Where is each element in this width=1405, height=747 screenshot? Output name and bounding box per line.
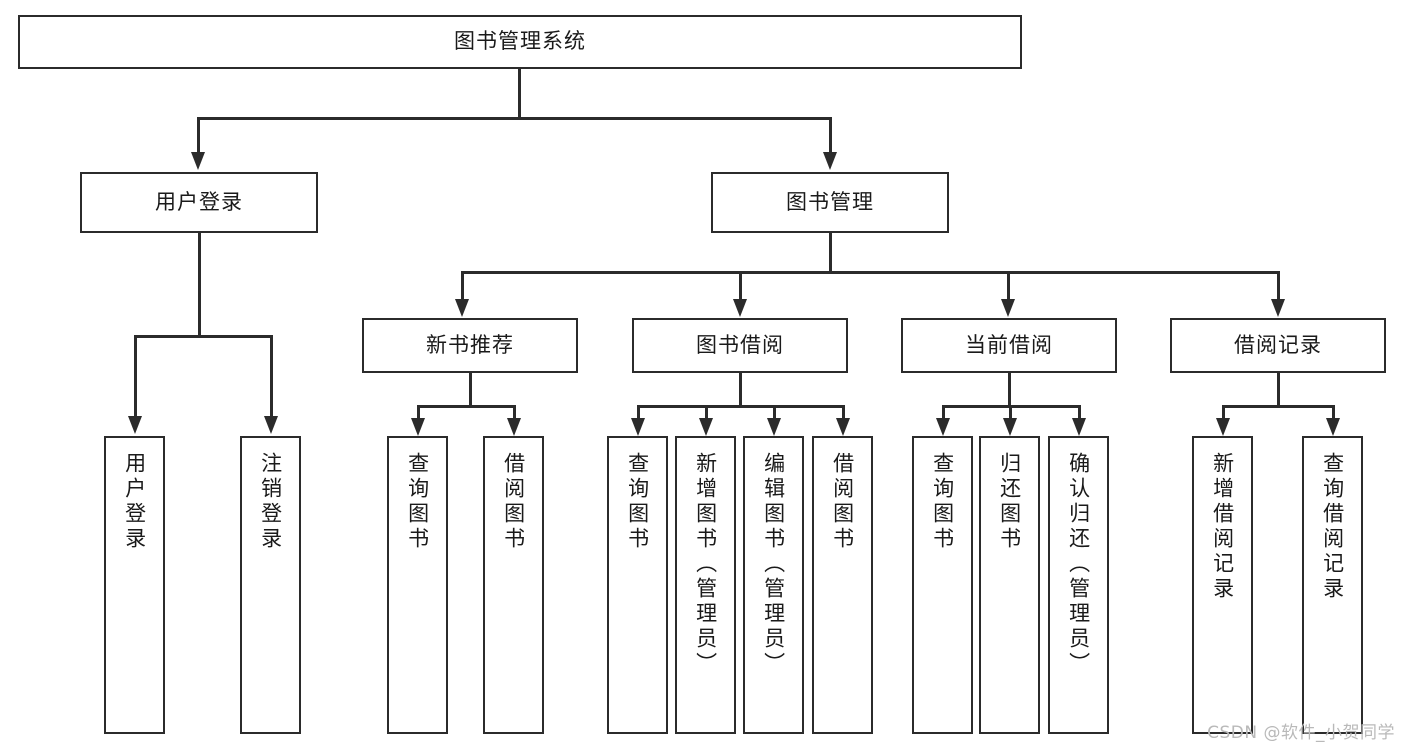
edge-root-drop-user-login [197,117,200,155]
node-leaf-query-book-1[interactable]: 查询图书 [387,436,448,734]
node-leaf-return-book-label: 归还图书 [997,452,1022,552]
node-book-manage[interactable]: 图书管理 [711,172,949,233]
node-leaf-borrow-book-1-label: 借阅图书 [501,452,526,552]
node-leaf-query-book-2[interactable]: 查询图书 [607,436,668,734]
arrow-borrow-record-to-leaf-add-record [1216,418,1230,436]
node-leaf-add-book-label: 新增图书（管理员） [693,452,718,677]
node-leaf-add-record[interactable]: 新增借阅记录 [1192,436,1253,734]
node-current-borrow-label: 当前借阅 [965,332,1053,357]
arrow-user-login-to-leaf-user-login [128,416,142,434]
node-leaf-borrow-book-2-label: 借阅图书 [830,452,855,552]
node-leaf-confirm-return[interactable]: 确认归还（管理员） [1048,436,1109,734]
node-borrow-record[interactable]: 借阅记录 [1170,318,1386,373]
edge-book-borrow-stem [739,373,742,405]
edge-current-borrow-drop-3 [1078,405,1081,420]
edge-new-book-recommend-bus [417,405,515,408]
arrow-book-manage-to-current-borrow [1001,299,1015,317]
edge-user-login-drop-2 [270,335,273,418]
node-leaf-borrow-book-1[interactable]: 借阅图书 [483,436,544,734]
node-leaf-edit-book[interactable]: 编辑图书（管理员） [743,436,804,734]
arrow-root-to-user-login [191,152,205,170]
node-root-label: 图书管理系统 [454,29,586,54]
node-leaf-add-record-label: 新增借阅记录 [1210,452,1235,602]
edge-book-borrow-bus [637,405,842,408]
arrow-book-borrow-to-leaf-add-book [699,418,713,436]
node-user-login-label: 用户登录 [155,189,243,214]
node-leaf-add-book[interactable]: 新增图书（管理员） [675,436,736,734]
edge-book-manage-drop-2 [739,271,742,301]
node-leaf-return-book[interactable]: 归还图书 [979,436,1040,734]
arrow-book-manage-to-borrow-record [1271,299,1285,317]
edge-book-borrow-drop-3 [773,405,776,420]
arrow-book-manage-to-book-borrow [733,299,747,317]
node-leaf-query-book-3-label: 查询图书 [930,452,955,552]
edge-user-login-stem [198,233,201,335]
edge-book-manage-drop-3 [1007,271,1010,301]
arrow-book-borrow-to-leaf-edit-book [767,418,781,436]
arrow-current-borrow-to-leaf-confirm-return [1072,418,1086,436]
node-leaf-query-book-3[interactable]: 查询图书 [912,436,973,734]
arrow-new-book-recommend-to-leaf-borrow-book-1 [507,418,521,436]
node-root[interactable]: 图书管理系统 [18,15,1022,69]
node-current-borrow[interactable]: 当前借阅 [901,318,1117,373]
edge-book-manage-drop-1 [461,271,464,301]
node-book-borrow[interactable]: 图书借阅 [632,318,848,373]
arrow-root-to-book-manage [823,152,837,170]
edge-book-borrow-drop-1 [637,405,640,420]
node-leaf-query-book-1-label: 查询图书 [405,452,430,552]
node-leaf-query-record-label: 查询借阅记录 [1320,452,1345,602]
arrow-borrow-record-to-leaf-query-record [1326,418,1340,436]
edge-borrow-record-stem [1277,373,1280,405]
edge-book-borrow-drop-4 [842,405,845,420]
arrow-current-borrow-to-leaf-return-book [1003,418,1017,436]
edge-current-borrow-drop-1 [942,405,945,420]
node-book-manage-label: 图书管理 [786,189,874,214]
node-borrow-record-label: 借阅记录 [1234,332,1322,357]
node-leaf-user-login[interactable]: 用户登录 [104,436,165,734]
arrow-book-borrow-to-leaf-borrow-book-2 [836,418,850,436]
node-leaf-user-login-label: 用户登录 [122,452,147,552]
node-new-book-recommend-label: 新书推荐 [426,332,514,357]
edge-borrow-record-bus [1222,405,1334,408]
edge-book-manage-stem [829,233,832,271]
node-user-login[interactable]: 用户登录 [80,172,318,233]
csdn-watermark: CSDN @软件_小贺同学 [1207,723,1395,743]
edge-book-manage-drop-4 [1277,271,1280,301]
edge-book-manage-bus [461,271,1280,274]
edge-borrow-record-drop-1 [1222,405,1225,420]
node-leaf-user-logout[interactable]: 注销登录 [240,436,301,734]
arrow-book-borrow-to-leaf-query-book-2 [631,418,645,436]
node-leaf-borrow-book-2[interactable]: 借阅图书 [812,436,873,734]
node-book-borrow-label: 图书借阅 [696,332,784,357]
edge-book-borrow-drop-2 [705,405,708,420]
edge-root-drop-book-manage [829,117,832,155]
node-leaf-edit-book-label: 编辑图书（管理员） [761,452,786,677]
edge-current-borrow-stem [1008,373,1011,405]
edge-user-login-bus [134,335,272,338]
node-leaf-confirm-return-label: 确认归还（管理员） [1066,452,1091,677]
arrow-new-book-recommend-to-leaf-query-book-1 [411,418,425,436]
node-leaf-user-logout-label: 注销登录 [258,452,283,552]
node-new-book-recommend[interactable]: 新书推荐 [362,318,578,373]
edge-root-stem [518,69,521,117]
edge-user-login-drop-1 [134,335,137,418]
edge-new-book-recommend-stem [469,373,472,405]
edge-current-borrow-drop-2 [1009,405,1012,420]
node-leaf-query-book-2-label: 查询图书 [625,452,650,552]
edge-root-bus [197,117,830,120]
edge-borrow-record-drop-2 [1332,405,1335,420]
arrow-current-borrow-to-leaf-query-book-3 [936,418,950,436]
arrow-book-manage-to-new-book-recommend [455,299,469,317]
edge-new-book-recommend-drop-1 [417,405,420,420]
node-leaf-query-record[interactable]: 查询借阅记录 [1302,436,1363,734]
arrow-user-login-to-leaf-user-logout [264,416,278,434]
edge-new-book-recommend-drop-2 [513,405,516,420]
